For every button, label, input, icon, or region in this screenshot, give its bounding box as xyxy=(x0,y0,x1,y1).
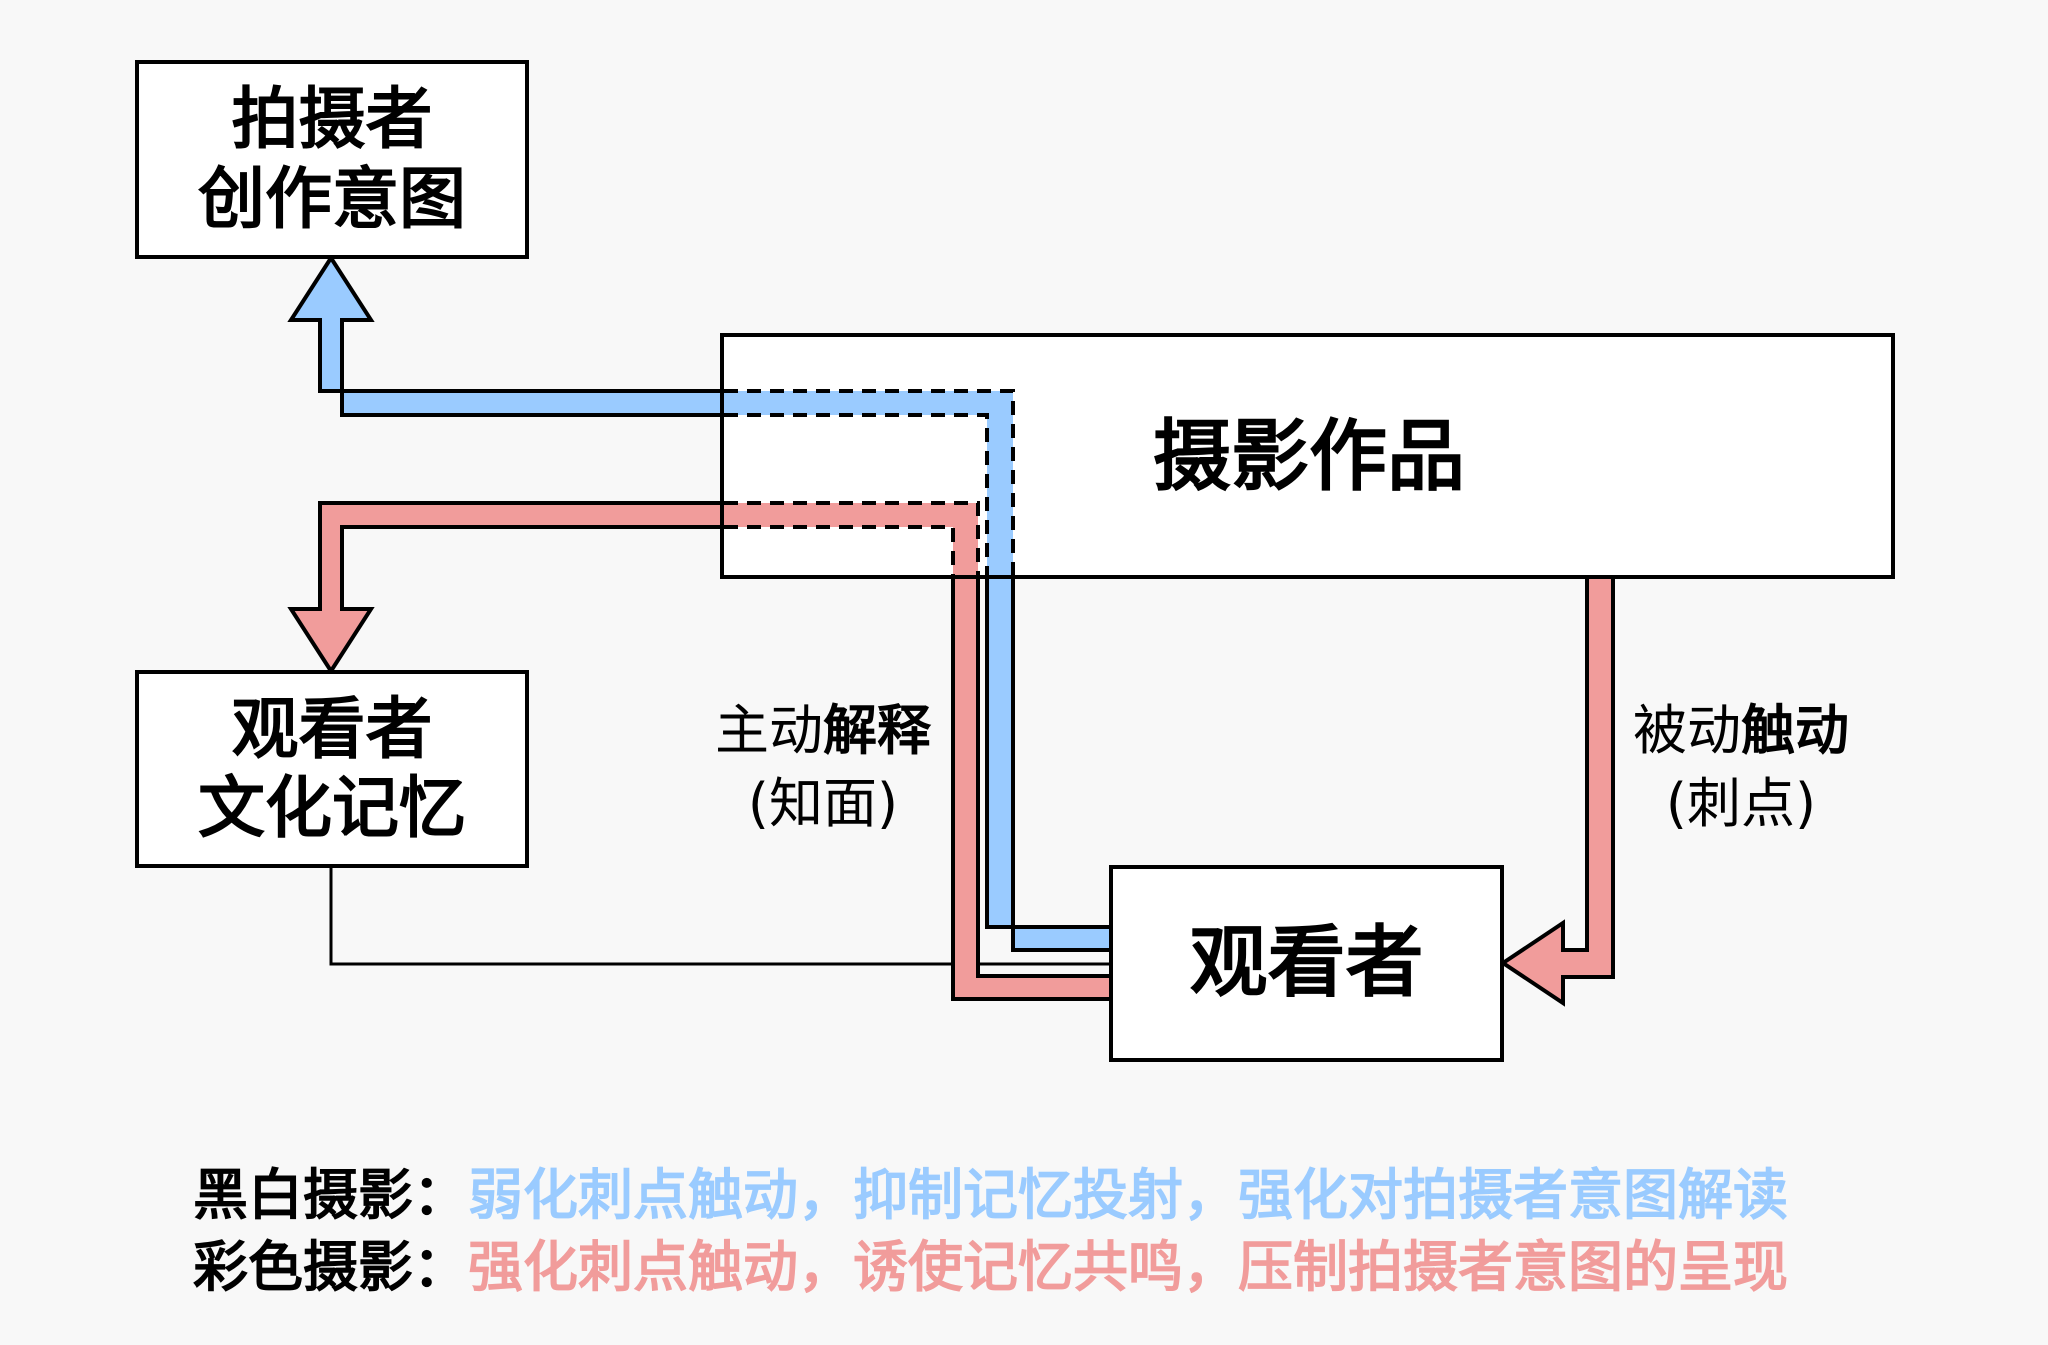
work-box-label-holder: 摄影作品 xyxy=(720,333,1895,579)
viewer-label: 观看者 xyxy=(1189,918,1424,1009)
passive-label-main: 被动触动 xyxy=(1618,695,1864,768)
active-label-sub: (知面) xyxy=(747,771,899,835)
active-label-main: 主动解释 xyxy=(700,695,946,768)
viewer-box: 观看者 xyxy=(1109,865,1504,1062)
legend-color-lead: 彩色摄影： xyxy=(193,1235,469,1299)
memory-label-line2: 文化记忆 xyxy=(198,769,466,847)
red-arrow-punctum xyxy=(1499,575,1615,1007)
photographer-intent-box: 拍摄者 创作意图 xyxy=(135,60,529,259)
legend-color-text: 强化刺点触动，诱使记忆共鸣，压制拍摄者意图的呈现 xyxy=(468,1235,1789,1299)
legend-bw-lead: 黑白摄影： xyxy=(193,1163,469,1227)
active-label-bold: 解释 xyxy=(823,699,931,762)
active-label-regular: 主动 xyxy=(715,699,823,762)
legend-color: 彩色摄影：强化刺点触动，诱使记忆共鸣，压制拍摄者意图的呈现 xyxy=(193,1240,1788,1295)
passive-label-regular: 被动 xyxy=(1633,699,1741,762)
viewer-memory-box: 观看者 文化记忆 xyxy=(135,670,529,868)
photographer-label-line1: 拍摄者 xyxy=(231,80,433,159)
work-title: 摄影作品 xyxy=(1153,412,1466,502)
passive-label-sub: (刺点) xyxy=(1665,771,1817,835)
passive-label-bold: 触动 xyxy=(1741,699,1849,762)
active-interpretation-label: 主动解释 (知面) xyxy=(700,695,946,841)
memory-to-viewer-line xyxy=(329,867,1111,966)
memory-label-line1: 观看者 xyxy=(231,689,433,768)
passive-touch-label: 被动触动 (刺点) xyxy=(1618,695,1864,841)
legend-bw-text: 弱化刺点触动，抑制记忆投射，强化对拍摄者意图解读 xyxy=(468,1163,1789,1227)
legend-black-white: 黑白摄影：弱化刺点触动，抑制记忆投射，强化对拍摄者意图解读 xyxy=(193,1168,1788,1223)
photographer-label-line2: 创作意图 xyxy=(198,159,466,238)
